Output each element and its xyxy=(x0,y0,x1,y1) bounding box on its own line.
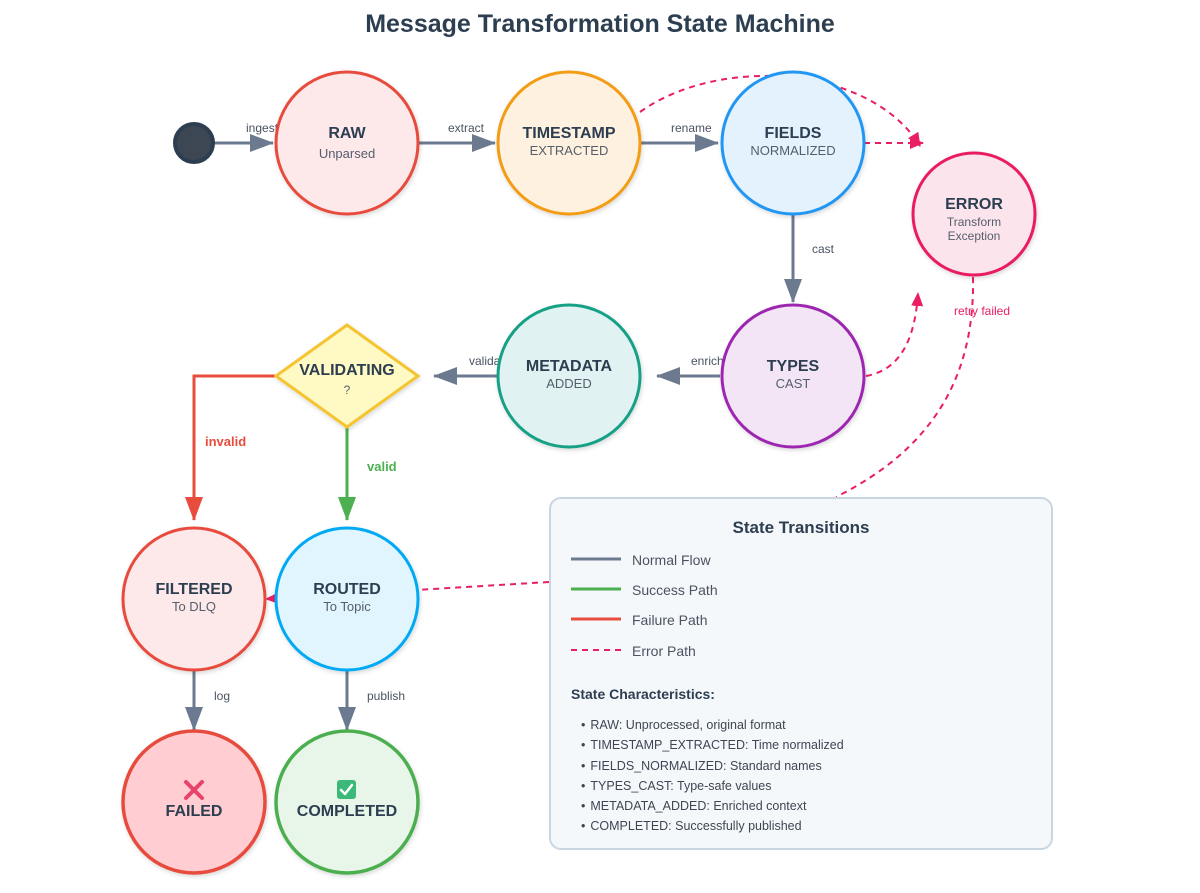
state-error-sub1: Transform xyxy=(947,215,1001,229)
state-metadata-added: METADATA ADDED xyxy=(496,303,642,449)
characteristics-heading: State Characteristics: xyxy=(571,686,715,702)
diagram-title: Message Transformation State Machine xyxy=(365,10,835,38)
state-metadata-name: METADATA xyxy=(526,358,613,375)
edge-label-valid: valid xyxy=(367,459,397,474)
legend-label: Failure Path xyxy=(632,612,708,628)
state-validating-sub: ? xyxy=(344,383,351,397)
characteristic-item: TIMESTAMP_EXTRACTED: Time normalized xyxy=(581,735,843,755)
legend-label: Normal Flow xyxy=(632,552,711,568)
green-check-icon xyxy=(337,780,356,799)
state-routed: ROUTED To Topic xyxy=(274,526,420,672)
state-timestamp-sub: EXTRACTED xyxy=(530,143,609,158)
characteristic-item: COMPLETED: Successfully published xyxy=(581,816,844,836)
characteristic-item: TYPES_CAST: Type-safe values xyxy=(581,776,844,796)
start-node xyxy=(173,122,215,164)
state-types-cast: TYPES CAST xyxy=(720,303,866,449)
state-fields-name: FIELDS xyxy=(765,125,822,142)
edge-label-retry-failed: retry failed xyxy=(954,304,1010,318)
edge-label-invalid: invalid xyxy=(205,434,246,449)
state-routed-name: ROUTED xyxy=(313,581,381,598)
state-filtered-name: FILTERED xyxy=(155,581,232,598)
edge-label-ingest: ingest xyxy=(246,121,279,135)
legend-swatch-success xyxy=(571,587,621,591)
state-raw-name: RAW xyxy=(328,125,366,142)
state-validating-name: VALIDATING xyxy=(299,362,394,379)
state-fields-sub: NORMALIZED xyxy=(750,143,835,158)
state-failed-name: FAILED xyxy=(166,803,223,820)
edge-label-enrich: enrich xyxy=(691,354,724,368)
state-error-sub2: Exception xyxy=(948,229,1001,243)
edge-error-retry xyxy=(835,276,975,498)
state-error: ERROR Transform Exception xyxy=(911,151,1037,277)
state-raw: RAW Unparsed xyxy=(274,70,420,216)
legend-swatch-failure xyxy=(571,617,621,621)
edge-label-rename: rename xyxy=(671,121,712,135)
legend-swatch-normal xyxy=(571,557,621,561)
legend-swatch-error xyxy=(571,649,621,651)
state-filtered: FILTERED To DLQ xyxy=(121,526,267,672)
characteristic-item: METADATA_ADDED: Enriched context xyxy=(581,796,844,816)
edge-label-cast: cast xyxy=(812,242,835,256)
characteristic-item: FIELDS_NORMALIZED: Standard names xyxy=(581,756,844,776)
state-fields-normalized: FIELDS NORMALIZED xyxy=(720,70,866,216)
state-types-name: TYPES xyxy=(767,358,820,375)
state-types-sub: CAST xyxy=(776,376,811,391)
state-validating: VALIDATING ? xyxy=(273,323,421,429)
red-x-icon xyxy=(184,780,204,800)
state-completed: COMPLETED xyxy=(274,729,420,875)
edge-label-log: log xyxy=(214,689,230,703)
characteristics-list: RAW: Unprocessed, original format TIMEST… xyxy=(581,715,844,837)
state-raw-sub: Unparsed xyxy=(319,146,375,161)
state-error-name: ERROR xyxy=(945,196,1003,213)
legend-title: State Transitions xyxy=(732,518,870,537)
edge-types-to-error xyxy=(865,292,924,377)
legend-panel: State Transitions Normal Flow Success Pa… xyxy=(549,497,1053,850)
characteristic-item: RAW: Unprocessed, original format xyxy=(581,715,844,735)
state-completed-name: COMPLETED xyxy=(297,803,397,820)
legend-label: Success Path xyxy=(632,582,718,598)
legend-label: Error Path xyxy=(632,643,696,659)
state-metadata-sub: ADDED xyxy=(546,376,592,391)
state-timestamp-extracted: TIMESTAMP EXTRACTED xyxy=(496,70,642,216)
edge-label-extract: extract xyxy=(448,121,485,135)
edge-invalid xyxy=(185,374,275,521)
state-failed: FAILED xyxy=(121,729,267,875)
state-routed-sub: To Topic xyxy=(323,599,371,614)
state-timestamp-name: TIMESTAMP xyxy=(522,125,615,142)
edge-label-publish: publish xyxy=(367,689,405,703)
state-filtered-sub: To DLQ xyxy=(172,599,216,614)
